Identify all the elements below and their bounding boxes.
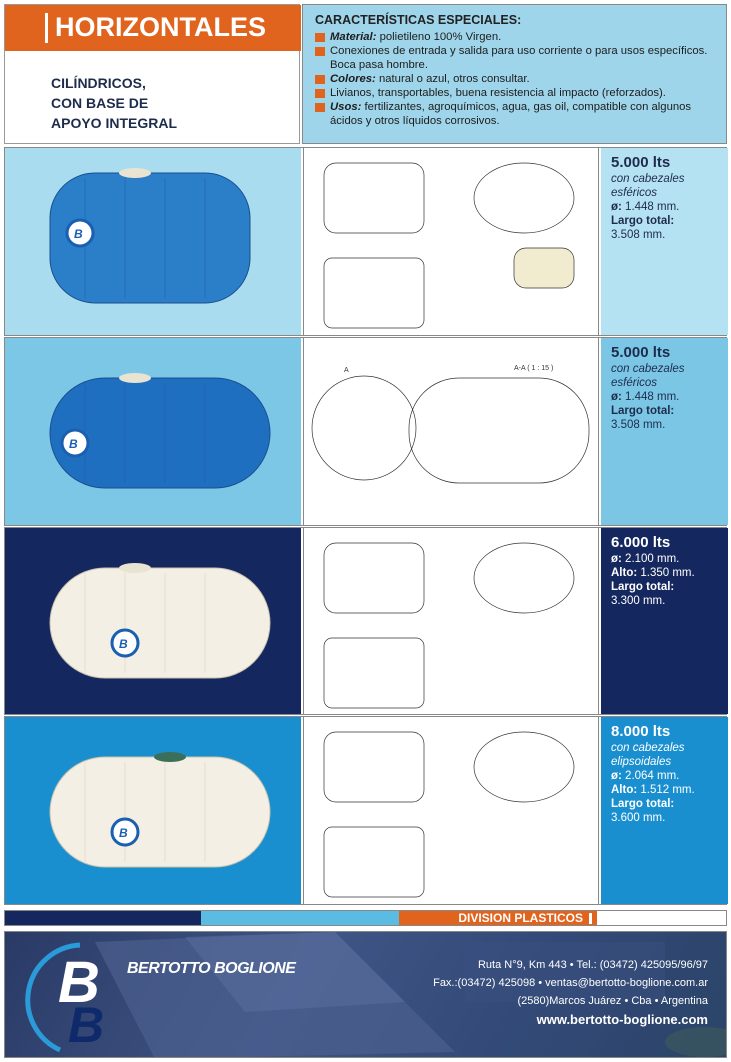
head-type: con cabezales esféricos — [611, 363, 685, 389]
spec-panel: 8.000 lts con cabezales elipsoidales ø: 2.… — [601, 717, 728, 904]
product-row: B 5.000 lts con cabezales esféricos ø: 1.4… — [4, 147, 728, 336]
features-panel: CARACTERÍSTICAS ESPECIALES: Material: po… — [302, 4, 727, 144]
tank-image-cell: B — [5, 148, 301, 335]
spec-panel: 5.000 lts con cabezales esféricos ø: 1.448… — [601, 338, 728, 525]
header-title-panel: HORIZONTALES CILÍNDRICOS, CON BASE DE AP… — [4, 4, 301, 144]
feature-item: Conexiones de entrada y salida para uso … — [315, 44, 714, 72]
svg-text:B: B — [68, 997, 104, 1053]
feature-item: Usos: fertilizantes, agroquímicos, agua,… — [315, 100, 714, 128]
bullet-icon — [315, 89, 325, 98]
footer: B B BERTOTTO BOGLIONE Ruta N°9, Km 443 •… — [4, 931, 727, 1058]
tank-photo: B — [49, 373, 271, 489]
page-title: HORIZONTALES — [55, 12, 266, 42]
feature-text: Livianos, transportables, buena resisten… — [330, 87, 666, 99]
features-title: CARACTERÍSTICAS ESPECIALES: — [315, 13, 522, 27]
tank-image-cell: B — [5, 528, 301, 714]
website-link[interactable]: www.bertotto-boglione.com — [536, 1012, 708, 1027]
feature-text: polietileno 100% Virgen. — [376, 31, 502, 43]
feature-item: Material: polietileno 100% Virgen. — [315, 30, 714, 44]
capacity: 5.000 lts — [611, 344, 671, 361]
spec-panel: 5.000 lts con cabezales esféricos ø: 1.448… — [601, 148, 728, 335]
section-label: A-A ( 1 : 15 ) — [514, 365, 553, 372]
address-line: Ruta N°9, Km 443 • Tel.: (03472) 425095/… — [477, 959, 708, 971]
capacity: 5.000 lts — [611, 154, 671, 171]
bullet-icon — [315, 47, 325, 56]
length: 3.300 mm. — [611, 595, 666, 607]
height: Alto: 1.350 mm. — [611, 567, 695, 579]
height: Alto: 1.512 mm. — [611, 784, 695, 796]
brand-logo: B B — [25, 942, 104, 1053]
feature-text: natural o azul, otros consultar. — [375, 73, 530, 85]
length-label: Largo total: — [611, 581, 675, 593]
spec-panel: 6.000 lts ø: 2.100 mm. Alto: 1.350 mm. Larg… — [601, 528, 728, 714]
svg-text:B: B — [69, 437, 78, 451]
subtitle: CILÍNDRICOS, CON BASE DE APOYO INTEGRAL — [51, 73, 177, 133]
product-row: B A-A ( 1 : 15 ) A 5.000 lts con cabezales… — [4, 337, 728, 526]
feature-item: Livianos, transportables, buena resisten… — [315, 86, 714, 100]
feature-label: Usos: — [330, 101, 362, 113]
subtitle-line: APOYO INTEGRAL — [51, 115, 178, 131]
tank-photo: B — [49, 752, 271, 868]
length-label: Largo total: — [611, 798, 675, 810]
length: 3.508 mm. — [611, 419, 666, 431]
svg-text:B: B — [119, 826, 128, 840]
svg-text:B: B — [119, 637, 128, 651]
title-bar: HORIZONTALES — [5, 5, 301, 51]
technical-drawing: A-A ( 1 : 15 ) A — [311, 365, 590, 484]
technical-drawing — [323, 731, 575, 898]
length-label: Largo total: — [611, 215, 675, 227]
factory-photo — [95, 932, 726, 1057]
length: 3.600 mm. — [611, 812, 666, 824]
diameter: ø: 1.448 mm. — [611, 391, 680, 403]
division-band: DIVISION PLASTICOS — [4, 910, 727, 926]
drawing-cell — [303, 528, 599, 714]
tank-image-cell: B — [5, 338, 301, 525]
diameter: ø: 2.064 mm. — [611, 770, 680, 782]
tank-image-cell: B — [5, 717, 301, 904]
drawing-cell — [303, 717, 599, 904]
length-label: Largo total: — [611, 405, 675, 417]
city-line: (2580)Marcos Juárez • Cba • Argentina — [517, 995, 708, 1007]
tank-photo: B — [49, 168, 251, 304]
product-row: B 6.000 lts ø: 2.100 mm. Alto: 1.350 mm. La… — [4, 527, 728, 715]
diameter: ø: 1.448 mm. — [611, 201, 680, 213]
drawing-cell — [303, 148, 599, 335]
svg-text:B: B — [74, 227, 83, 241]
technical-drawing — [323, 542, 575, 709]
feature-text: Conexiones de entrada y salida para uso … — [330, 45, 708, 71]
brand-name: BERTOTTO BOGLIONE — [127, 960, 296, 977]
feature-label: Material: — [330, 31, 377, 43]
bullet-icon — [315, 75, 325, 84]
division-label: DIVISION PLASTICOS — [399, 911, 597, 925]
contact-line: Fax.:(03472) 425098 • ventas@bertotto-bo… — [433, 977, 708, 989]
subtitle-line: CILÍNDRICOS, — [51, 75, 146, 91]
capacity: 8.000 lts — [611, 723, 671, 740]
technical-drawing — [323, 162, 575, 329]
feature-label: Colores: — [330, 73, 376, 85]
head-type: con cabezales elipsoidales — [611, 742, 685, 768]
svg-text:A: A — [344, 367, 349, 374]
length: 3.508 mm. — [611, 229, 666, 241]
feature-item: Colores: natural o azul, otros consultar… — [315, 72, 714, 86]
subtitle-line: CON BASE DE — [51, 95, 149, 111]
bullet-icon — [315, 103, 325, 112]
capacity: 6.000 lts — [611, 534, 671, 551]
diameter: ø: 2.100 mm. — [611, 553, 680, 565]
drawing-cell: A-A ( 1 : 15 ) A — [303, 338, 599, 525]
tank-photo: B — [49, 563, 271, 679]
feature-text: fertilizantes, agroquímicos, agua, gas o… — [330, 101, 692, 127]
bullet-icon — [315, 33, 325, 42]
product-row: B 8.000 lts con cabezales elipsoidales ø: … — [4, 716, 728, 905]
head-type: con cabezales esféricos — [611, 173, 685, 199]
svg-text:B: B — [58, 950, 100, 1015]
